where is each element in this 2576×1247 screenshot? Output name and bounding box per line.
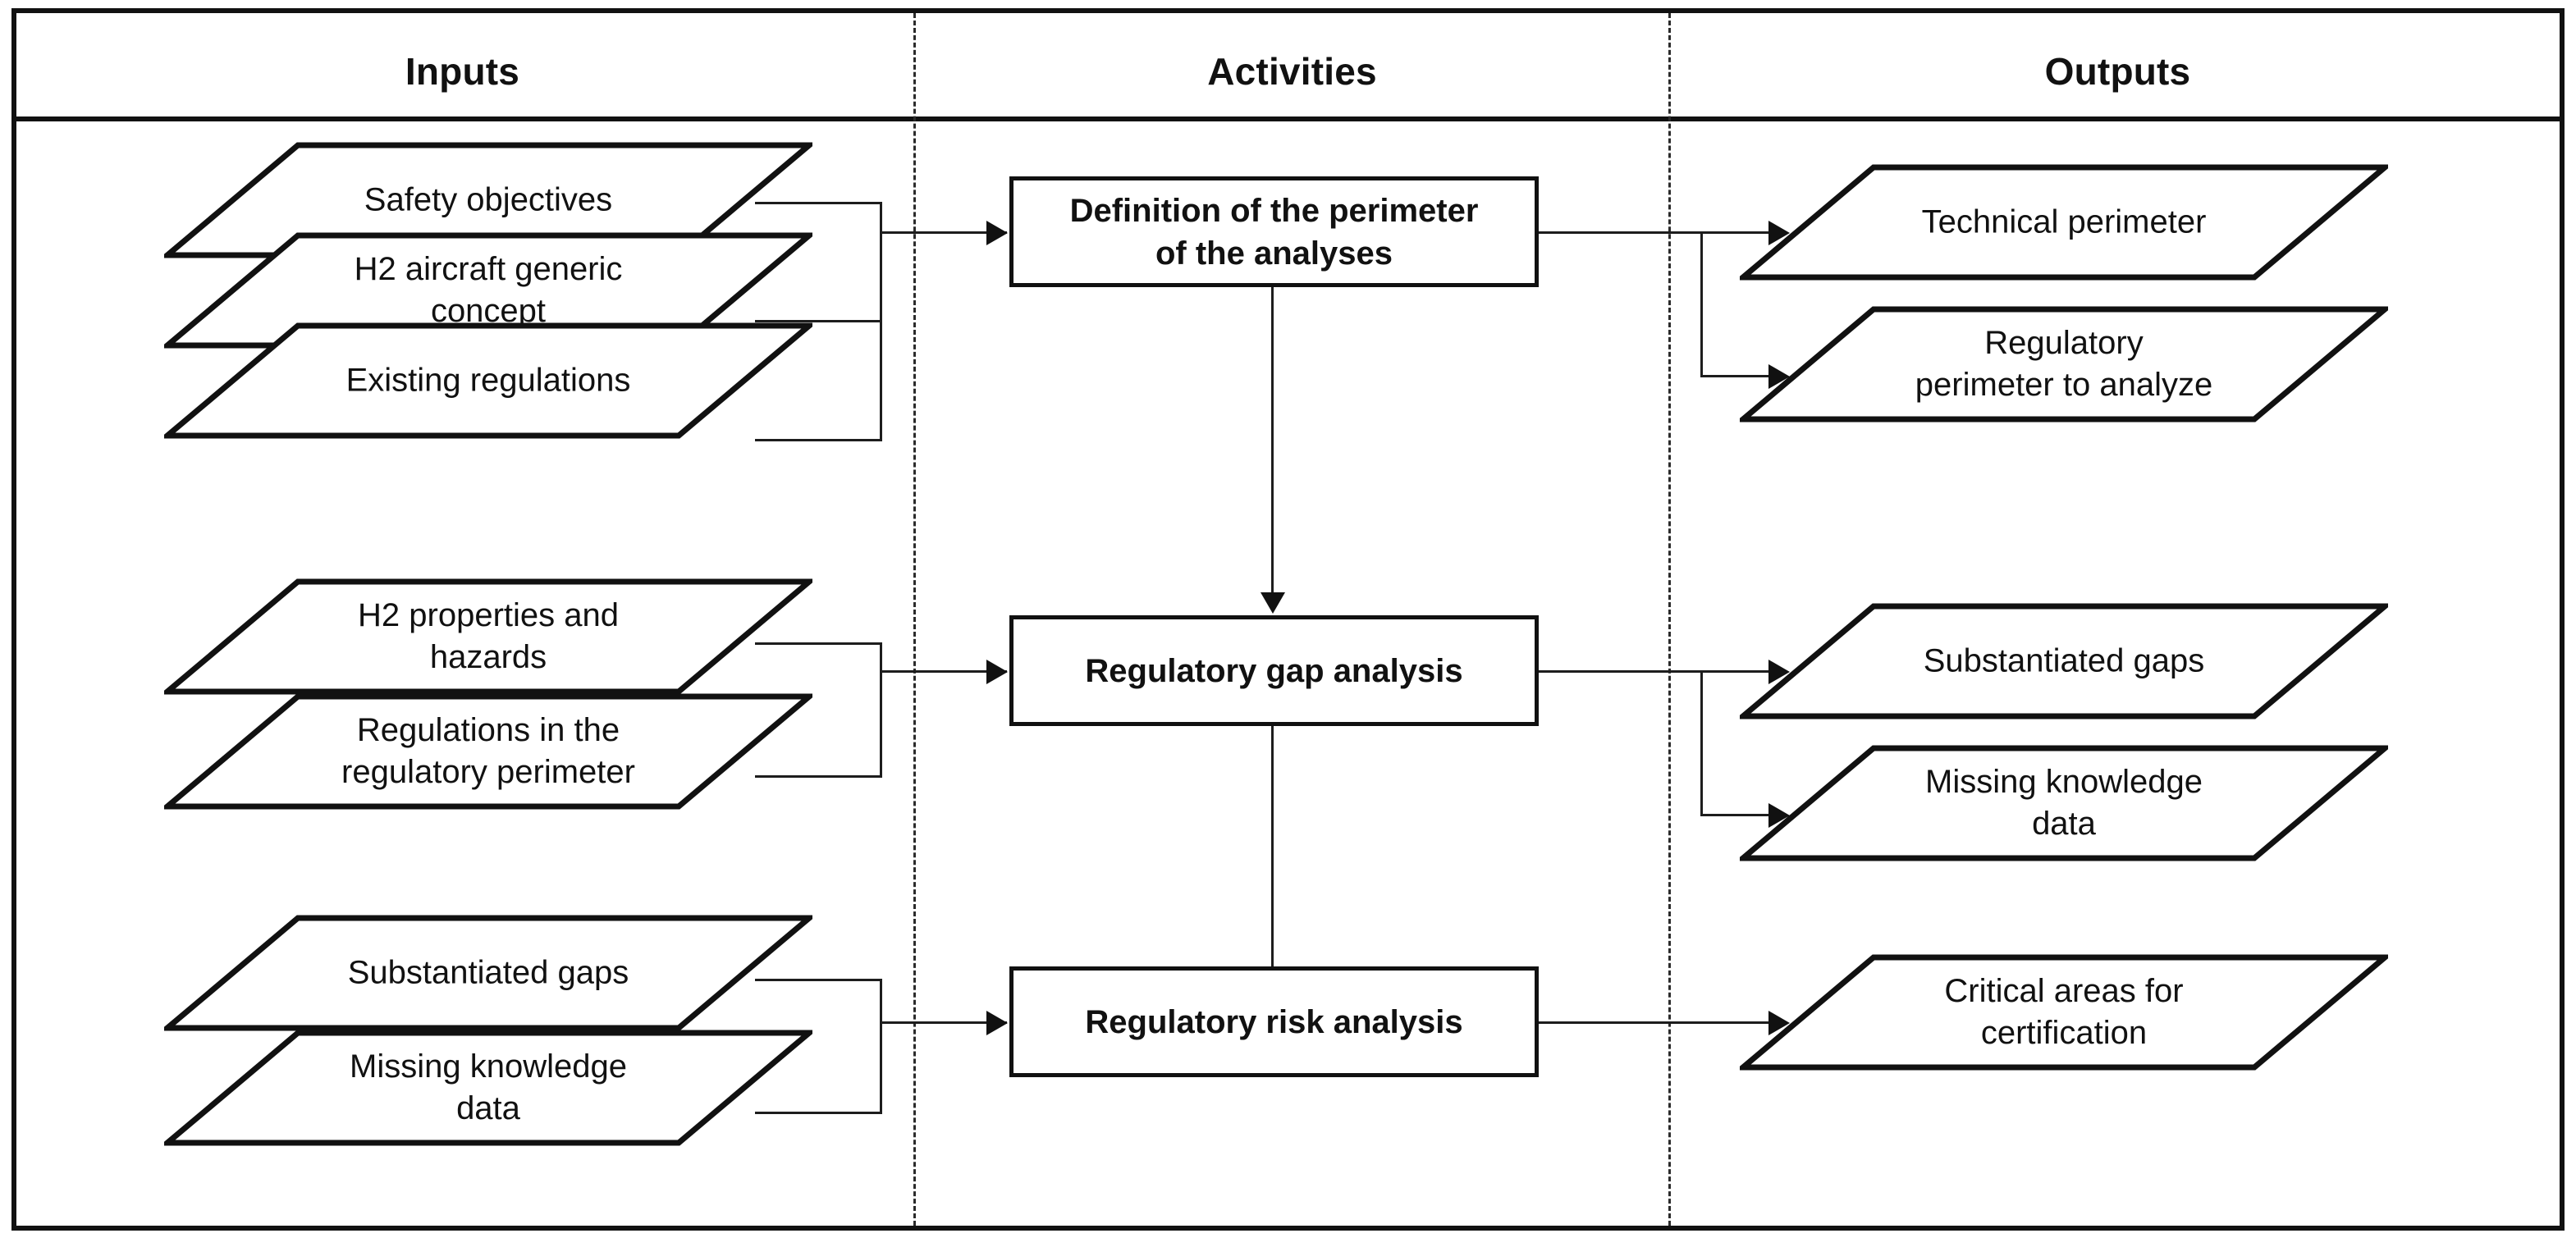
column-header-activities: Activities [1207, 50, 1377, 93]
input-shape-existing-regulations[interactable]: Existing regulations [164, 322, 812, 439]
connector-line [755, 1112, 882, 1114]
parallelogram-icon [164, 322, 812, 439]
connector-line [755, 439, 882, 441]
output-label: Critical areas for certification [1944, 972, 2184, 1051]
parallelogram-icon [164, 578, 812, 695]
connector-line [880, 231, 1007, 234]
connector-bus [880, 202, 882, 441]
input-shape-h2-generic-concept[interactable]: H2 aircraft generic concept [164, 232, 812, 349]
activity-box-regulatory-gap-analysis[interactable]: Regulatory gap analysis [1009, 615, 1539, 726]
connector-line [755, 642, 882, 645]
output-label: Missing knowledge data [1925, 763, 2203, 842]
output-shape-regulatory-perimeter[interactable]: Regulatory perimeter to analyze [1740, 306, 2388, 423]
column-header-inputs: Inputs [405, 50, 520, 93]
parallelogram-icon [1740, 745, 2388, 861]
connector-line [880, 1021, 1007, 1024]
input-label: Regulations in the regulatory perimeter [341, 711, 635, 790]
output-shape-missing-knowledge-data[interactable]: Missing knowledge data [1740, 745, 2388, 861]
connector-line [755, 775, 882, 778]
connector-line [1700, 375, 1787, 377]
connector-line [755, 202, 882, 204]
activity-box-definition-perimeter[interactable]: Definition of the perimeter of the analy… [1009, 176, 1539, 287]
connector-line [1700, 670, 1787, 673]
connector-bus [1700, 231, 1703, 377]
connector-line [755, 320, 882, 322]
connector-line [1700, 231, 1787, 234]
input-shape-regulations-in-perimeter[interactable]: Regulations in the regulatory perimeter [164, 693, 812, 810]
connector-line [755, 979, 882, 981]
input-shape-safety-objectives[interactable]: Safety objectives [164, 142, 812, 258]
output-label: Technical perimeter [1921, 203, 2207, 240]
output-shape-critical-areas[interactable]: Critical areas for certification [1740, 954, 2388, 1071]
connector-bus [880, 979, 882, 1114]
arrow-head-icon [986, 221, 1008, 245]
activity-label: Regulatory risk analysis [1085, 1003, 1463, 1040]
parallelogram-icon [164, 915, 812, 1031]
flow-connector-vertical [1271, 287, 1274, 594]
input-label: Existing regulations [345, 362, 631, 399]
input-label: Missing knowledge data [350, 1048, 627, 1126]
connector-bus [1700, 670, 1703, 816]
input-label: Substantiated gaps [347, 954, 629, 991]
activity-label: Regulatory gap analysis [1085, 652, 1463, 689]
arrow-head-icon [986, 1011, 1008, 1035]
output-label: Substantiated gaps [1923, 642, 2205, 679]
connector-bus [880, 642, 882, 778]
input-label: H2 properties and hazards [358, 596, 619, 675]
flow-connector-vertical [1271, 726, 1274, 980]
connector-line [1539, 1021, 1787, 1024]
activity-box-regulatory-risk-analysis[interactable]: Regulatory risk analysis [1009, 966, 1539, 1077]
output-label: Regulatory perimeter to analyze [1915, 324, 2213, 403]
column-header-outputs: Outputs [2044, 50, 2191, 93]
output-shape-technical-perimeter[interactable]: Technical perimeter [1740, 164, 2388, 281]
header-separator-rule [11, 116, 2565, 121]
input-shape-substantiated-gaps[interactable]: Substantiated gaps [164, 915, 812, 1031]
column-divider-inputs-activities [913, 13, 916, 1226]
input-shape-missing-knowledge-data[interactable]: Missing knowledge data [164, 1030, 812, 1146]
parallelogram-icon [1740, 164, 2388, 281]
connector-line [1539, 670, 1703, 673]
parallelogram-icon [1740, 954, 2388, 1071]
arrow-head-icon [1261, 592, 1285, 614]
arrow-head-icon [986, 660, 1008, 684]
parallelogram-icon [164, 1030, 812, 1146]
parallelogram-icon [1740, 306, 2388, 423]
input-label: H2 aircraft generic concept [354, 250, 623, 329]
parallelogram-icon [164, 693, 812, 810]
output-shape-substantiated-gaps[interactable]: Substantiated gaps [1740, 603, 2388, 719]
activity-label: Definition of the perimeter of the analy… [1069, 192, 1479, 272]
connector-line [1539, 231, 1703, 234]
input-shape-h2-properties-hazards[interactable]: H2 properties and hazards [164, 578, 812, 695]
column-divider-activities-outputs [1668, 13, 1671, 1226]
connector-line [880, 670, 1007, 673]
connector-line [1700, 814, 1787, 816]
parallelogram-icon [1740, 603, 2388, 719]
input-label: Safety objectives [364, 181, 613, 218]
